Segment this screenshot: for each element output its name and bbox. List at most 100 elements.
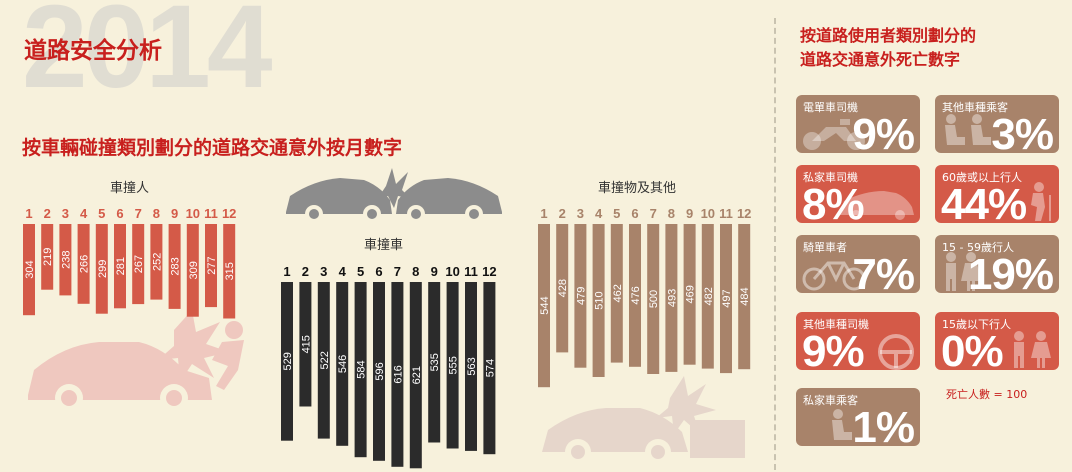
- bar-value-label: 277: [206, 256, 218, 274]
- bar: [428, 282, 441, 443]
- card-label: 私家車乘客: [803, 394, 858, 407]
- card-motorcycle-drivers: 電單車司機 9%: [796, 95, 920, 153]
- bar-value-label: 497: [721, 289, 733, 307]
- seated-passengers-icon: [945, 114, 991, 145]
- month-tick-label: 3: [320, 264, 327, 279]
- bar-value-label: 482: [703, 287, 715, 305]
- deaths-total-note: 死亡人數 = 100: [946, 388, 1028, 401]
- bar-value-label: 522: [319, 351, 331, 369]
- card-pedestrians-15-59: 15 - 59歲行人 19%: [935, 235, 1059, 293]
- bar-value-label: 500: [648, 290, 660, 308]
- month-tick-label: 3: [62, 206, 69, 221]
- bar-value-label: 219: [42, 248, 54, 266]
- group-label-car-vs-pedestrian: 車撞人: [110, 181, 150, 196]
- bar-value-label: 462: [612, 284, 624, 302]
- bar: [223, 224, 236, 319]
- right-panel-title-line2: 道路交通意外死亡數字: [800, 50, 961, 69]
- group-label-car-vs-object: 車撞物及其他: [598, 181, 677, 196]
- bar-value-label: 238: [60, 251, 72, 269]
- card-private-car-passengers: 私家車乘客 1%: [796, 388, 920, 446]
- month-tick-label: 3: [577, 206, 584, 221]
- bar: [186, 224, 199, 317]
- bar: [446, 282, 459, 449]
- bar: [299, 282, 312, 407]
- bar-value-label: 529: [282, 352, 294, 370]
- month-tick-label: 6: [116, 206, 123, 221]
- month-tick-label: 2: [559, 206, 566, 221]
- bar-value-label: 469: [685, 285, 697, 303]
- bar: [132, 224, 145, 305]
- month-tick-label: 9: [686, 206, 693, 221]
- month-tick-label: 10: [445, 264, 459, 279]
- bicycle-icon: [802, 261, 866, 291]
- bar-value-label: 616: [392, 365, 404, 383]
- bar-value-label: 283: [170, 257, 182, 275]
- right-panel-title: 按道路使用者類別劃分的 道路交通意外死亡數字: [800, 24, 976, 72]
- month-tick-label: 8: [412, 264, 419, 279]
- bar: [610, 224, 623, 363]
- bar: [483, 282, 496, 455]
- bar: [205, 224, 217, 308]
- card-other-vehicle-drivers: 其他車種司機 9%: [796, 312, 920, 370]
- bar: [683, 224, 696, 365]
- month-tick-label: 5: [98, 206, 105, 221]
- bar: [665, 224, 678, 372]
- card-other-vehicle-passengers: 其他車種乘客 3%: [935, 95, 1059, 153]
- bar: [317, 282, 330, 439]
- card-percentage: 7%: [852, 250, 915, 294]
- card-label: 騎單車者: [803, 241, 847, 254]
- card-percentage: 3%: [991, 110, 1054, 154]
- bar-value-label: 476: [630, 286, 642, 304]
- motorcycle-icon: [803, 119, 865, 150]
- card-label: 15 - 59歲行人: [942, 241, 1014, 254]
- bar-value-label: 309: [188, 261, 200, 279]
- bar: [336, 282, 349, 446]
- bar: [95, 224, 108, 314]
- bar: [738, 224, 751, 370]
- bar-value-label: 299: [97, 260, 109, 278]
- bar-value-label: 484: [739, 287, 751, 305]
- month-tick-label: 7: [394, 264, 401, 279]
- month-tick-label: 12: [737, 206, 751, 221]
- card-percentage: 0%: [941, 327, 1004, 371]
- monthly-bar-charts: 1304221932384266529962817267825292831030…: [23, 206, 751, 469]
- card-label: 私家車司機: [803, 171, 858, 184]
- adult-pedestrians-icon: [946, 252, 981, 291]
- month-tick-label: 7: [650, 206, 657, 221]
- group-label-car-vs-car: 車撞車: [364, 238, 404, 253]
- bar: [592, 224, 605, 377]
- month-tick-label: 6: [631, 206, 638, 221]
- bar: [574, 224, 587, 368]
- bar: [373, 282, 385, 461]
- month-tick-label: 8: [668, 206, 675, 221]
- month-tick-label: 9: [171, 206, 178, 221]
- bar: [281, 282, 293, 441]
- month-tick-label: 10: [186, 206, 200, 221]
- bar: [647, 224, 660, 374]
- bar: [629, 224, 641, 367]
- month-tick-label: 11: [719, 206, 733, 221]
- card-percentage: 44%: [941, 180, 1027, 224]
- month-tick-label: 7: [135, 206, 142, 221]
- elderly-pedestrian-icon: [1031, 182, 1051, 221]
- card-private-car-drivers: 私家車司機 8%: [796, 165, 920, 223]
- bar-value-label: 479: [575, 287, 587, 305]
- month-tick-label: 2: [44, 206, 51, 221]
- bar-value-label: 493: [666, 289, 678, 307]
- bar-value-label: 621: [411, 366, 423, 384]
- card-percentage: 19%: [967, 250, 1054, 294]
- car-hits-pedestrian-illustration: [28, 310, 244, 412]
- card-pedestrians-under-15: 15歲以下行人 0%: [935, 312, 1059, 370]
- bar-value-label: 315: [224, 262, 236, 280]
- bar: [41, 224, 54, 290]
- bar: [720, 224, 732, 374]
- bar: [168, 224, 181, 309]
- bar-value-label: 266: [79, 255, 91, 273]
- bar-value-label: 574: [484, 359, 496, 377]
- bar-value-label: 281: [115, 257, 127, 275]
- bar: [538, 224, 550, 388]
- chart-subtitle: 按車輛碰撞類別劃分的道路交通意外按月數字: [22, 137, 403, 159]
- month-tick-label: 8: [153, 206, 160, 221]
- bar-value-label: 267: [133, 255, 145, 273]
- month-tick-label: 6: [375, 264, 382, 279]
